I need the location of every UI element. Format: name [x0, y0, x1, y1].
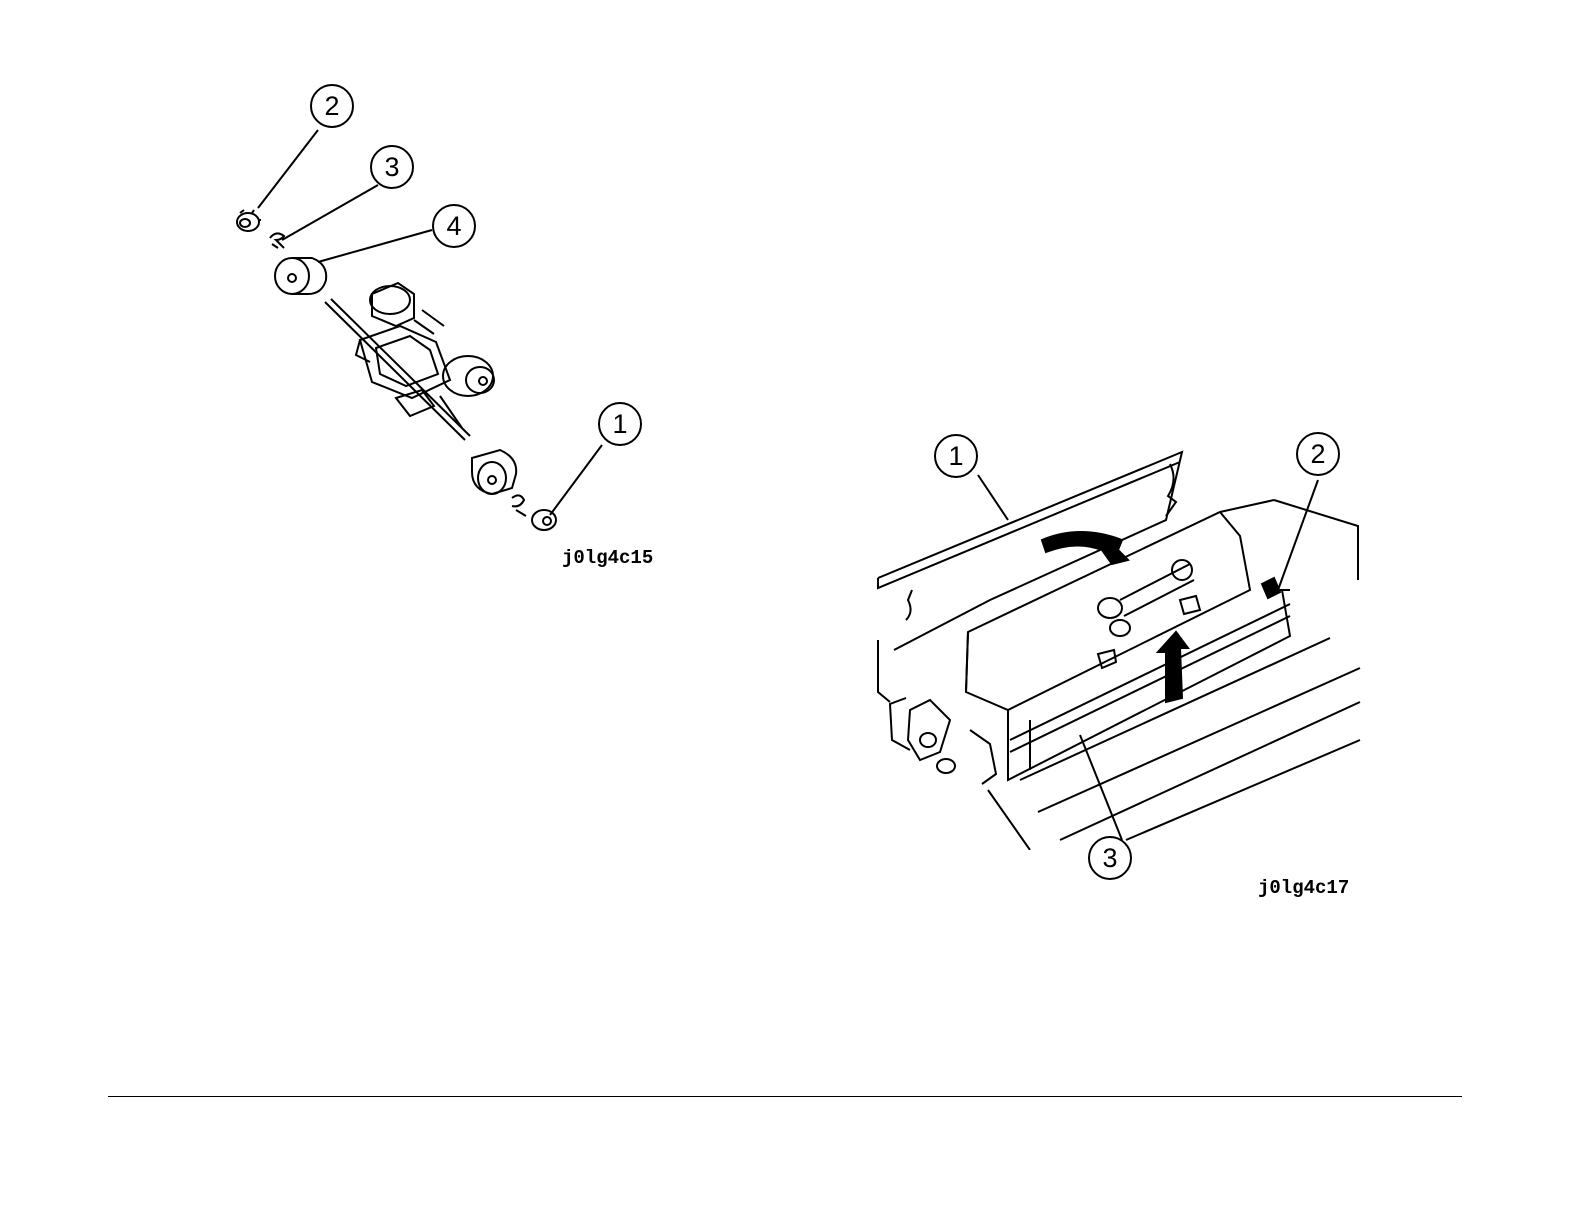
- callout-1-right: 1: [934, 434, 978, 478]
- callout-2-right: 2: [1296, 432, 1340, 476]
- e-clip-top: [270, 233, 284, 248]
- platen-base: [878, 638, 1360, 850]
- document-feeder-drawing: [870, 440, 1370, 850]
- callout-1-left: 1: [598, 402, 642, 446]
- leader-line-right-2: [1278, 480, 1318, 590]
- callout-3-left: 3: [370, 145, 414, 189]
- bushing-top: [237, 210, 261, 231]
- leader-line-right-3: [1080, 735, 1122, 840]
- rotate-arrow: [1042, 532, 1128, 564]
- document-feeder-open-figure: [870, 440, 1370, 850]
- figure-left-caption: j0lg4c15: [562, 547, 653, 569]
- leader-line-3: [282, 185, 378, 240]
- roller-bottom: [472, 450, 516, 494]
- roller-top: [275, 258, 326, 294]
- leader-line-1: [550, 445, 602, 515]
- feed-bracket-assembly: [356, 283, 494, 428]
- bushing-bottom: [532, 510, 556, 530]
- leader-line-2: [258, 130, 318, 208]
- callout-2-left: 2: [310, 84, 354, 128]
- leader-line-4: [318, 230, 432, 262]
- roller-assembly-drawing: [200, 80, 680, 600]
- footer-rule: [108, 1096, 1462, 1097]
- hinge-mechanism: [890, 698, 996, 784]
- roller-assembly-exploded-figure: [200, 80, 680, 600]
- cover-latch: [1262, 578, 1290, 598]
- leader-line-right-1: [978, 475, 1008, 520]
- feed-rollers: [1098, 560, 1200, 668]
- callout-3-right: 3: [1088, 836, 1132, 880]
- callout-4-left: 4: [432, 204, 476, 248]
- figure-right-caption: j0lg4c17: [1258, 877, 1349, 899]
- feeder-frame: [966, 500, 1358, 780]
- e-clip-bottom: [512, 495, 526, 516]
